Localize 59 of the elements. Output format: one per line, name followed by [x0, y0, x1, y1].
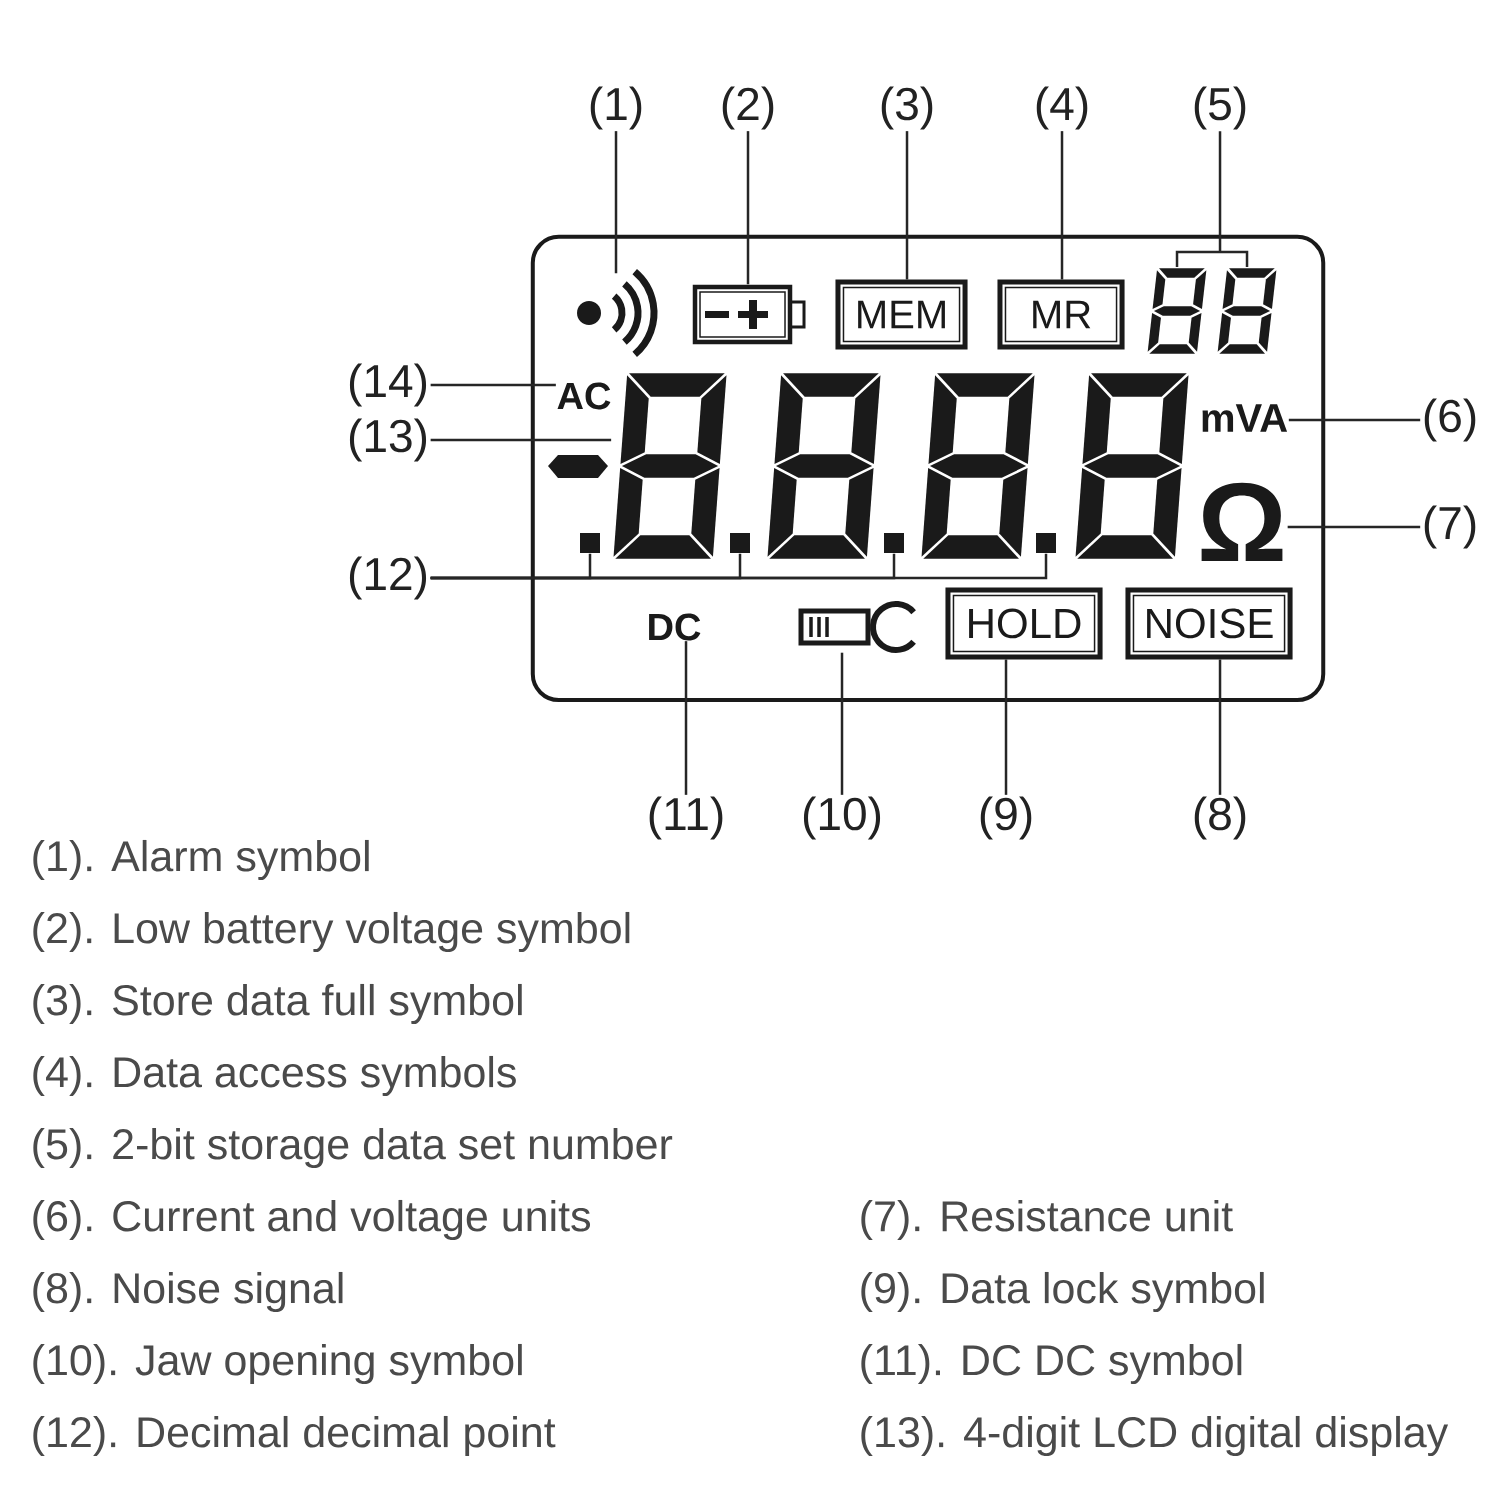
callout-number: (8) [1194, 796, 1246, 840]
unit-label: mVA [1202, 404, 1288, 432]
leader-line [430, 438, 612, 442]
description-text: (9). Data lock symbol [861, 1271, 1264, 1313]
leader-line [430, 553, 1048, 580]
lcd-panel [530, 234, 1326, 703]
description-text: (1). Alarm symbol [33, 839, 369, 881]
leader-line [1218, 659, 1222, 795]
leader-line [1287, 525, 1421, 529]
callout-number: (6) [1424, 398, 1476, 442]
callout-number: (12) [349, 556, 427, 600]
description-text: (7). Resistance unit [861, 1199, 1233, 1240]
callout-number: (11) [649, 796, 723, 840]
leader-line [614, 131, 618, 274]
battery-icon [692, 284, 806, 345]
callout-number: (4) [1036, 86, 1088, 130]
mode-label: AC [557, 382, 611, 410]
decimal-point [580, 533, 600, 553]
unit-label: Ω [1201, 482, 1283, 562]
callout-number: (10) [803, 796, 881, 840]
decimal-point [1036, 533, 1056, 553]
leader-line [1004, 659, 1008, 795]
description-text: (12). Decimal decimal point [33, 1415, 556, 1457]
description-text: (4). Data access symbols [33, 1055, 516, 1097]
decimal-point [730, 533, 750, 553]
segment-digits [1147, 268, 1277, 354]
description-text: (13). 4-digit LCD digital display [861, 1415, 1449, 1457]
callout-number: (1) [590, 86, 642, 130]
leader-line [840, 652, 844, 795]
leader-line [1288, 418, 1421, 422]
indicator-box: MEM [835, 279, 968, 350]
description-text: (8). Noise signal [33, 1271, 343, 1313]
description-text: (5). 2-bit storage data set number [33, 1127, 673, 1169]
indicator-box: NOISE [1125, 587, 1293, 660]
callout-number: (3) [881, 86, 933, 130]
indicator-box: HOLD [945, 587, 1103, 660]
callout-number: (5) [1194, 86, 1246, 130]
leader-line [1060, 131, 1064, 280]
mode-label: DC [649, 613, 701, 641]
callout-number: (13) [349, 418, 427, 462]
sound-icon [577, 268, 658, 357]
callout-number: (14) [349, 363, 427, 407]
leader-line [746, 131, 750, 285]
description-text: (10). Jaw opening symbol [33, 1343, 522, 1385]
callout-number: (9) [980, 796, 1032, 840]
decimal-point [884, 533, 904, 553]
description-text: (2). Low battery voltage symbol [33, 911, 630, 953]
description-text: (11). DC DC symbol [861, 1343, 1242, 1385]
leader-line [1175, 129, 1249, 269]
description-text: (6). Current and voltage units [33, 1199, 591, 1241]
callout-number: (2) [722, 86, 774, 130]
description-text: (3). Store data full symbol [33, 983, 522, 1025]
leader-line [684, 641, 688, 795]
leader-line [905, 131, 909, 280]
segment-digits [613, 373, 1189, 559]
leader-line [430, 383, 556, 387]
clamp-icon [798, 601, 916, 653]
indicator-box: MR [997, 279, 1125, 350]
callout-number: (7) [1424, 505, 1476, 549]
